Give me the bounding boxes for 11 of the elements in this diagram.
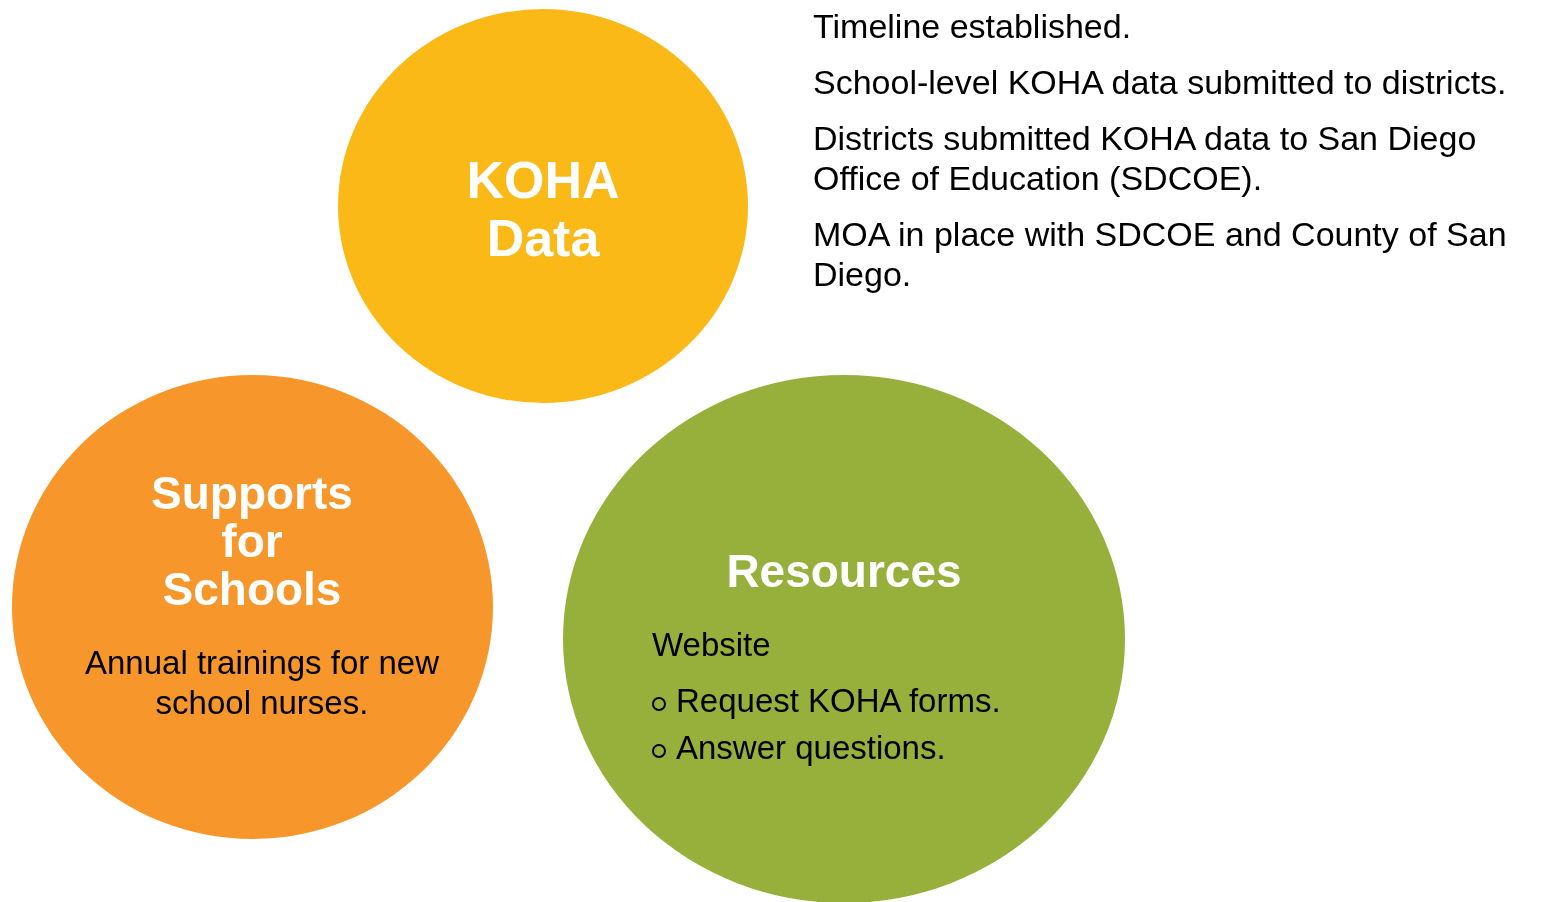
list-item: Request KOHA forms. (676, 681, 1001, 721)
note-text: Timeline established. (813, 6, 1133, 46)
circle-heading: Resources (725, 547, 963, 595)
circle-heading: Supports for Schools (150, 469, 354, 613)
circle-heading: KOHA Data (465, 151, 621, 267)
note-text: MOA in place with SDCOE and County of San Diego. (813, 214, 1508, 294)
note-text: School-level KOHA data submitted to districts. (813, 62, 1508, 102)
note-text: Districts submitted KOHA data to San Diego Office of Education (SDCOE). (813, 118, 1478, 198)
circle-text: Annual trainings for new school nurses. (83, 643, 440, 723)
circle-text: Website (652, 625, 772, 665)
list-item: Answer questions. (676, 728, 946, 768)
